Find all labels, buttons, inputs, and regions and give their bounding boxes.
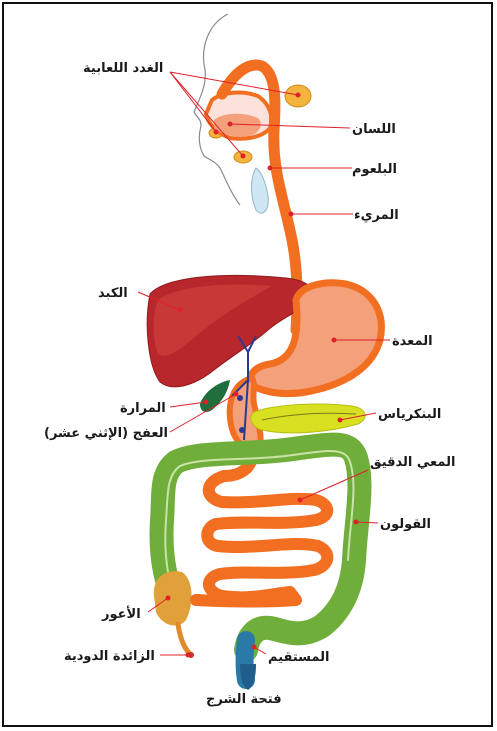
bile-duct-junction-2 — [239, 427, 245, 433]
appendix-shape — [178, 624, 190, 654]
label-gallbladder: المرارة — [120, 401, 166, 416]
label-stomach: المعدة — [392, 334, 433, 349]
label-appendix: الزائدة الدودية — [64, 649, 155, 664]
label-pharynx: البلعوم — [352, 162, 397, 177]
label-small-intestine: المعي الدقيق — [370, 455, 455, 470]
label-anus: فتحة الشرج — [206, 692, 282, 707]
label-pancreas: البنكرياس — [378, 407, 441, 422]
cecum-shape — [154, 571, 192, 625]
label-rectum: المستقيم — [268, 650, 329, 665]
label-salivary-glands: الغدد اللعابية — [83, 61, 163, 76]
label-tongue: اللسان — [352, 122, 396, 137]
label-duodenum: العفج (الإثني عشر) — [44, 426, 168, 441]
pharynx-shape — [252, 168, 269, 213]
gallbladder-shape — [200, 380, 230, 412]
label-colon: القولون — [380, 517, 431, 532]
label-cecum: الأعور — [101, 605, 141, 622]
bile-duct-junction-1 — [237, 395, 243, 401]
label-esophagus: المريء — [354, 208, 399, 223]
label-liver: الكبد — [98, 286, 128, 301]
small-intestine-shape — [196, 476, 327, 602]
